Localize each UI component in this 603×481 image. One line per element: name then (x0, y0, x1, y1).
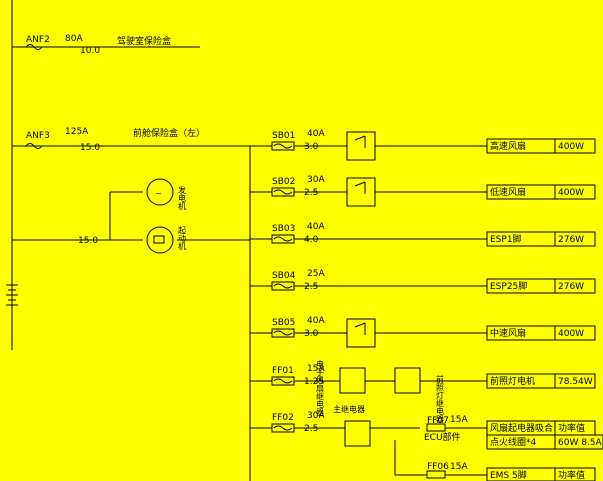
fuse-id-ff02: FF02 (272, 413, 294, 423)
headlamp-relay-label: 前照灯继电器 (436, 374, 445, 424)
fan-relay-label: 电子风扇继电器 (316, 359, 325, 417)
wire-size-sb02: 2.5 (304, 188, 318, 198)
fuse-rating-sb04: 25A (307, 269, 325, 279)
fuse-id-ff01: FF01 (272, 366, 294, 376)
power-box-sb03 (554, 231, 596, 247)
relay-sb01 (346, 131, 376, 161)
load-label-ff06: EMS 5脚 (490, 470, 527, 481)
wire-size-sb03: 4.0 (304, 235, 319, 245)
dest-anf2: 驾驶室保险盒 (117, 35, 171, 47)
power-sb01: 400W (558, 142, 584, 152)
fuse-id-sb04: SB04 (272, 271, 296, 281)
fuse-id-anf3: ANF3 (26, 131, 50, 141)
fuse-rating-sb02: 30A (307, 175, 325, 185)
load-label-ff02: 风扇起电器吸合 (490, 422, 553, 434)
fuse-id-sb02: SB02 (272, 177, 295, 187)
fuse-anf3 (25, 143, 43, 149)
wire-size-anf3: 15.0 (80, 143, 100, 153)
starter-label: 起动机 (178, 226, 187, 251)
main-relay-label: 主继电器 (333, 404, 365, 414)
wire-size-anf2: 10.0 (80, 46, 100, 56)
fuse-rating-sb05: 40A (307, 316, 325, 326)
wire-size-ff01: 1.25 (304, 377, 324, 387)
load-label-ignition: 点火线圈*4 (490, 436, 537, 448)
wire-size-ff02: 2.5 (304, 424, 318, 434)
main-relay (339, 367, 366, 394)
wire-size-sb05: 3.0 (304, 329, 319, 339)
fuse-rating-ff01: 15A (307, 364, 325, 374)
starter-motor-icon (146, 226, 174, 254)
fuse-id-anf2: ANF2 (26, 35, 50, 45)
fuse-rating-ff02: 30A (307, 411, 325, 421)
load-label-sb04: ESP25脚 (490, 281, 527, 292)
power-sb05: 400W (558, 329, 584, 339)
load-label-sb05: 中速风扇 (490, 327, 526, 339)
wire-size-sb04: 2.5 (304, 282, 318, 292)
power-ff01: 78.54W (558, 377, 593, 387)
fuse-anf2 (25, 44, 43, 50)
power-sb03: 276W (558, 235, 584, 245)
ecu-label: ECU部件 (424, 431, 461, 443)
fuse-rating-sb01: 40A (307, 129, 325, 139)
relay-sb02 (346, 177, 376, 207)
alternator-icon: ~ (146, 178, 174, 206)
alternator-label: 发电机 (178, 185, 187, 211)
fuse-rating-anf3: 125A (65, 127, 89, 137)
fuse-id-ff06: FF06 (427, 462, 449, 472)
power-sb02: 400W (558, 188, 584, 198)
wire-size-sb01: 3.0 (304, 142, 319, 152)
power-sb04: 276W (558, 282, 584, 292)
power-ff06: 功率值 (558, 469, 585, 481)
power-box-ff01 (554, 373, 596, 389)
svg-text:~: ~ (155, 189, 162, 198)
headlamp-relay (394, 367, 421, 394)
load-label-sb02: 低速风扇 (490, 186, 526, 198)
fuse-ff06 (426, 470, 446, 479)
power-ff02: 功率值 (558, 422, 585, 434)
power-box-sb01 (554, 138, 596, 154)
power-box-ff06 (554, 467, 596, 481)
fuse-rating-ff07: 15A (450, 415, 468, 425)
power-box-sb05 (554, 325, 596, 341)
load-label-sb01: 高速风扇 (490, 140, 526, 152)
branch-wire-size: 15.0 (78, 236, 98, 246)
fuse-rating-sb03: 40A (307, 222, 325, 232)
load-label-ff01: 前照灯电机 (490, 375, 535, 387)
dest-anf3: 前舱保险盒（左） (133, 127, 205, 139)
power-box-sb04 (554, 278, 596, 294)
power-ignition: 60W 8.5A (558, 438, 603, 448)
fuse-id-sb03: SB03 (272, 224, 295, 234)
battery-icon (6, 284, 18, 306)
fuse-rating-anf2: 80A (65, 34, 83, 44)
load-label-sb03: ESP1脚 (490, 234, 522, 245)
fuse-id-sb05: SB05 (272, 318, 295, 328)
fuse-id-sb01: SB01 (272, 131, 295, 141)
relay-ff02 (344, 420, 371, 447)
fuse-id-ff07: FF07 (427, 416, 449, 426)
fuse-rating-ff06: 15A (450, 462, 468, 472)
relay-sb05 (346, 318, 376, 348)
power-box-ignition (554, 434, 603, 450)
power-box-sb02 (554, 184, 596, 200)
